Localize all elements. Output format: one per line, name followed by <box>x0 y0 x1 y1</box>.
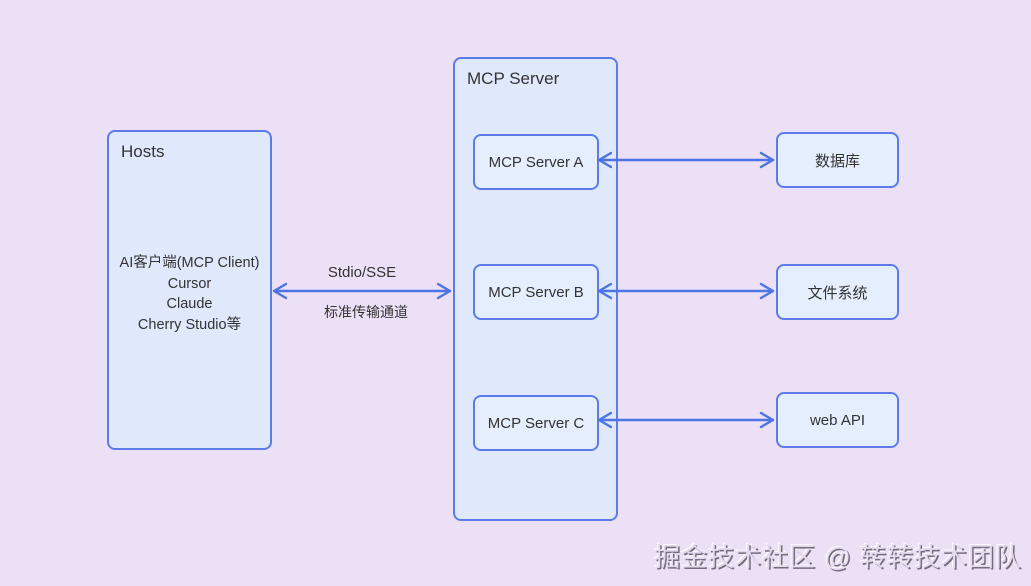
mcp-server-group-box: MCP Server MCP Server A MCP Server B MCP… <box>453 57 618 521</box>
web-api-box: web API <box>776 392 899 448</box>
hosts-box: Hosts AI客户端(MCP Client) Cursor Claude Ch… <box>107 130 272 450</box>
mcp-server-c-box: MCP Server C <box>473 395 599 451</box>
hosts-box-title: Hosts <box>121 142 165 161</box>
watermark-text: 掘金技术社区 @ 转转技术团队 <box>654 542 1022 572</box>
arrow-server-c-to-webapi <box>597 411 775 429</box>
hosts-client-line: Cherry Studio等 <box>137 316 242 333</box>
hosts-client-line: Cursor <box>167 275 212 292</box>
database-box: 数据库 <box>776 132 899 188</box>
mcp-server-group-title: MCP Server <box>467 69 560 88</box>
hosts-client-list: AI客户端(MCP Client) Cursor Claude Cherry S… <box>109 253 270 335</box>
arrow-server-a-to-database <box>597 151 775 169</box>
transport-channel-label: 标准传输通道 <box>324 304 408 320</box>
hosts-client-line: Claude <box>166 296 213 312</box>
mcp-server-a-box: MCP Server A <box>473 134 599 190</box>
filesystem-box: 文件系统 <box>776 264 899 320</box>
arrow-server-b-to-filesystem <box>597 282 775 300</box>
mcp-server-b-box: MCP Server B <box>473 264 599 320</box>
arrow-hosts-to-server <box>272 282 452 300</box>
hosts-client-line: AI客户端(MCP Client) <box>119 255 260 271</box>
transport-protocol-label: Stdio/SSE <box>327 264 397 281</box>
